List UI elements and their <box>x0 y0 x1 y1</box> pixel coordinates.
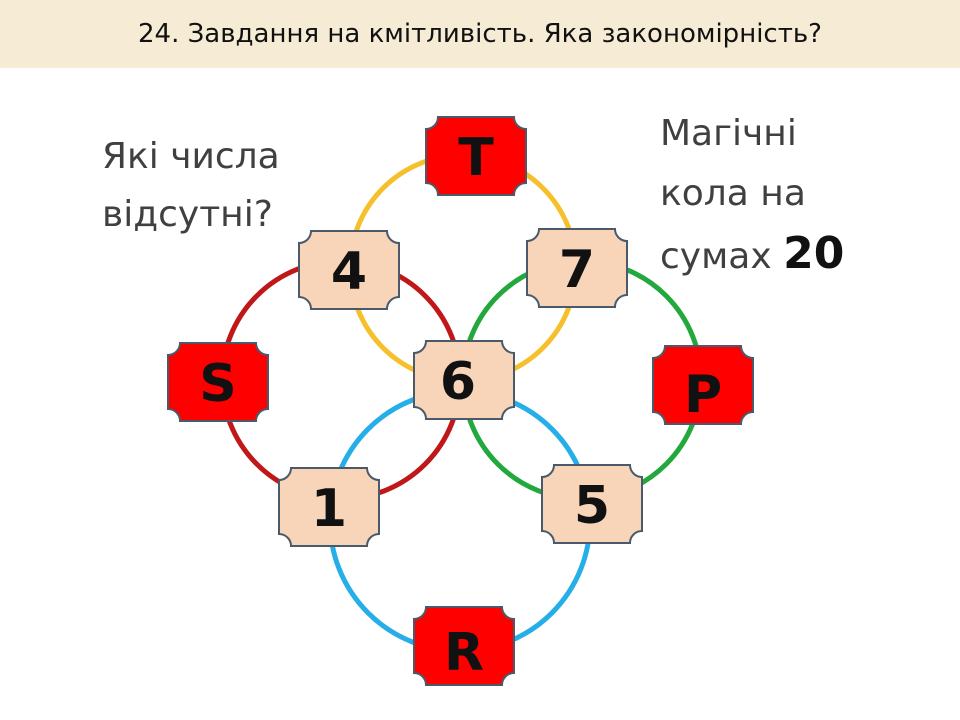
title-bar: 24. Завдання на кмітливість. Яка законом… <box>0 0 960 68</box>
rule-text: Магічні кола на сумах 20 <box>660 104 844 287</box>
tile-left-label: S <box>199 354 236 414</box>
rule-line-3: сумах 20 <box>660 224 844 287</box>
magic-sum: 20 <box>783 228 845 279</box>
rule-line-3-text: сумах <box>660 236 784 277</box>
rule-line-1: Магічні <box>660 113 797 154</box>
slide-title: 24. Завдання на кмітливість. Яка законом… <box>138 19 822 49</box>
tile-upper-right[interactable]: 7 <box>526 228 628 308</box>
tile-upper-right-label: 7 <box>559 240 595 300</box>
tile-right[interactable]: P <box>652 345 754 425</box>
tile-lower-left[interactable]: 1 <box>278 467 380 547</box>
tile-center-label: 6 <box>440 352 476 412</box>
tile-bottom[interactable]: R <box>413 606 515 686</box>
tile-top[interactable]: T <box>425 116 527 196</box>
tile-upper-left-label: 4 <box>331 242 367 302</box>
tile-bottom-label: R <box>444 623 484 683</box>
tile-lower-right[interactable]: 5 <box>541 464 643 544</box>
question-text: Які числа відсутні? <box>102 128 280 244</box>
tile-top-label: T <box>458 128 494 188</box>
tile-upper-left[interactable]: 4 <box>298 230 400 310</box>
tile-left[interactable]: S <box>167 342 269 422</box>
tile-lower-left-label: 1 <box>311 479 347 539</box>
rule-line-2: кола на <box>660 173 806 214</box>
tile-right-label: P <box>684 365 722 425</box>
question-line-2: відсутні? <box>102 194 273 235</box>
tile-lower-right-label: 5 <box>574 476 610 536</box>
tile-center[interactable]: 6 <box>413 340 515 420</box>
question-line-1: Які числа <box>102 136 280 177</box>
